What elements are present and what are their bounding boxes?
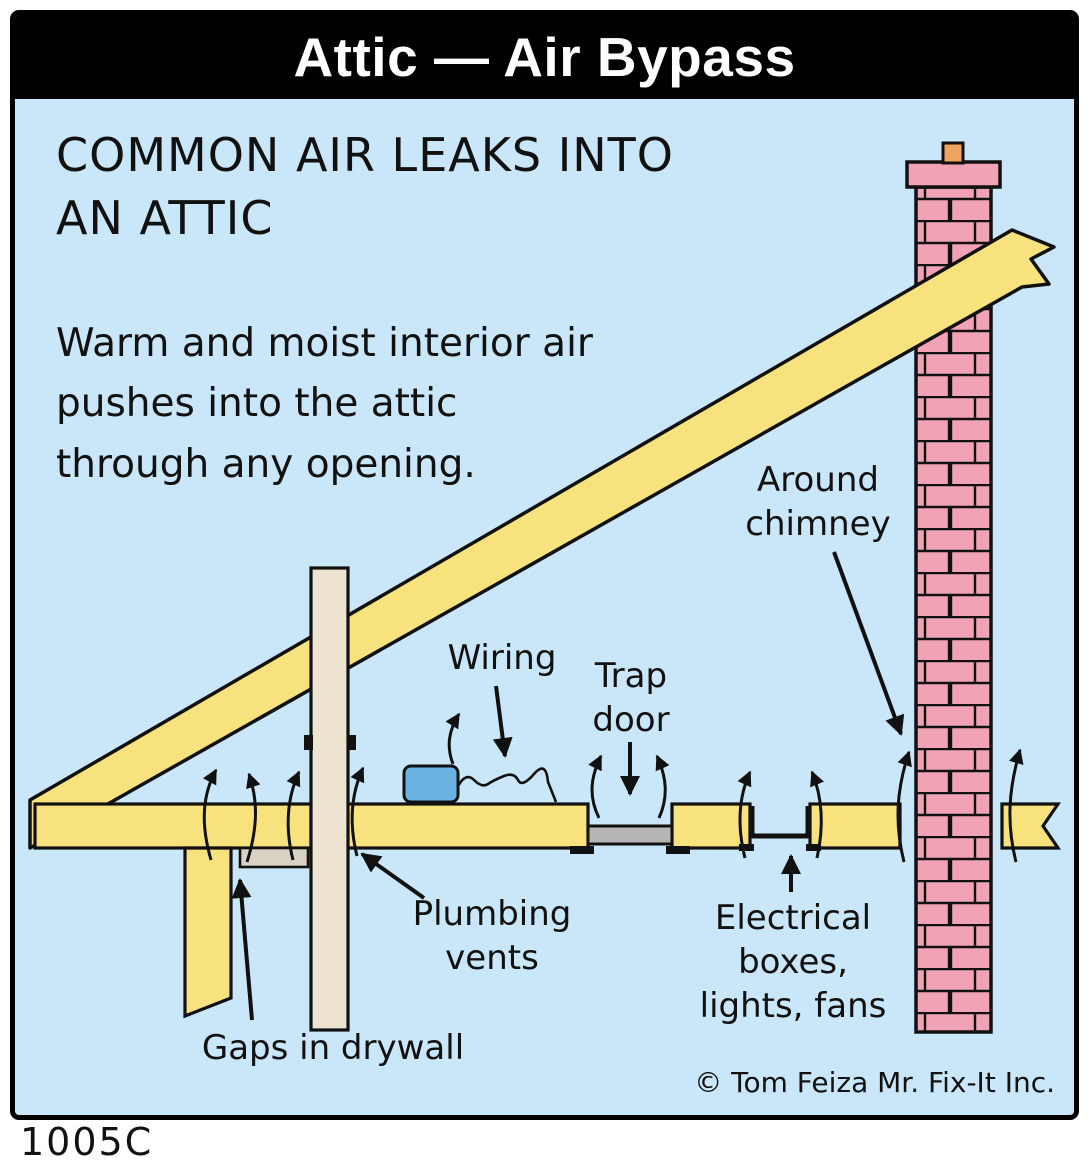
title-bar: Attic — Air Bypass [15, 15, 1074, 99]
label-gaps-in-drywall: Gaps in drywall [201, 1028, 465, 1068]
label-trap-door: Trap door [592, 656, 670, 741]
intro-paragraph: Warm and moist interior air pushes into … [56, 321, 593, 487]
copyright-notice: © Tom Feiza Mr. Fix-It Inc. [694, 1066, 1055, 1099]
label-plumbing-vents: Plumbing vents [412, 894, 572, 979]
label-electrical-boxes: Electrical boxes, lights, fans [699, 898, 887, 1027]
label-wiring: Wiring [447, 638, 557, 678]
section-heading: COMMON AIR LEAKS INTO AN ATTIC [56, 128, 674, 246]
label-around-chimney: Around chimney [745, 460, 891, 545]
page-title: Attic — Air Bypass [293, 26, 796, 88]
figure-code: 1005C [20, 1120, 154, 1164]
